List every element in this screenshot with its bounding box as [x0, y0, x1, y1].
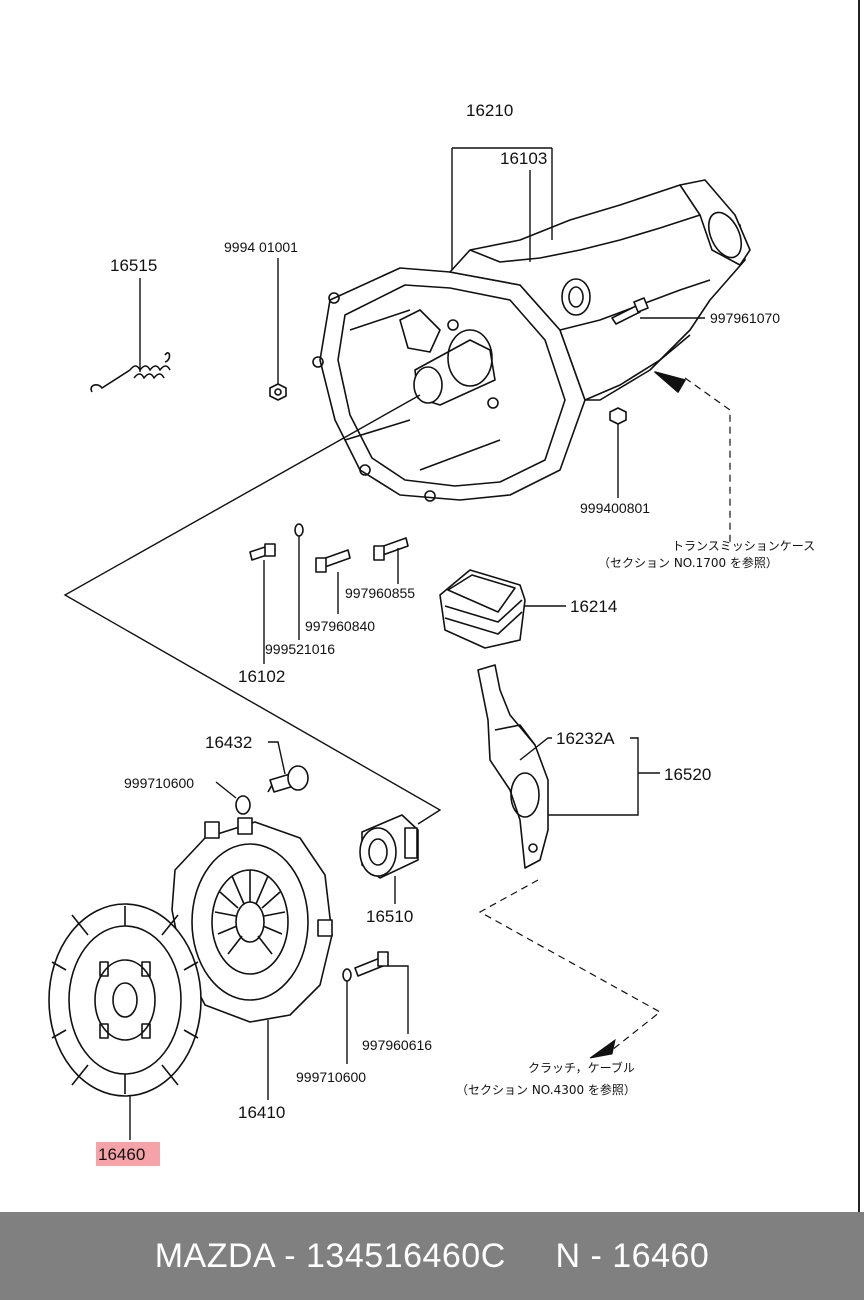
label-999400801: 999400801 [580, 500, 650, 516]
nut-999400801-drawing [609, 407, 627, 425]
return-spring-drawing [90, 352, 171, 393]
label-997960840: 997960840 [305, 618, 375, 634]
release-fork-drawing [477, 664, 549, 869]
parts-diagram: 16210 16103 9994 01001 16515 997961070 9… [48, 101, 815, 1166]
label-997960855: 997960855 [345, 585, 415, 601]
highlight-box [96, 1142, 160, 1166]
bolt-997960616-drawing [342, 951, 389, 982]
label-16510: 16510 [366, 907, 413, 926]
label-999521016: 999521016 [265, 641, 335, 657]
note-clutch-cable: クラッチ，ケーブル [528, 1060, 635, 1075]
label-16515: 16515 [110, 256, 157, 275]
label-16102: 16102 [238, 667, 285, 686]
note-transmission-section: （セクション NO.1700 を参照） [598, 555, 778, 570]
label-16460: 16460 [98, 1145, 145, 1164]
label-997961070: 997961070 [710, 310, 780, 326]
note-clutch-section: （セクション NO.4300 を参照） [456, 1082, 636, 1097]
label-16520: 16520 [664, 765, 711, 784]
pivot-bolt-drawing [267, 765, 309, 793]
clutch-disc-drawing [48, 903, 202, 1097]
label-16210: 16210 [466, 101, 513, 120]
boot-16214-drawing [439, 569, 526, 649]
reference-dashes [478, 371, 731, 1059]
label-997960616: 997960616 [362, 1037, 432, 1053]
label-16103: 16103 [500, 149, 547, 168]
nut-drawing [269, 383, 287, 401]
note-transmission-case: トランスミッションケース [672, 539, 815, 553]
label-16432: 16432 [205, 733, 252, 752]
bolts-group-drawing [249, 523, 409, 573]
release-bearing-drawing [359, 814, 419, 879]
leader-lines [63, 147, 705, 1140]
label-16214: 16214 [570, 597, 617, 616]
footer-part-number: MAZDA - 134516460C N - 16460 [154, 1236, 710, 1275]
label-999401001: 9994 01001 [224, 239, 298, 255]
frame-border [858, 0, 860, 1212]
label-999710600-upper: 999710600 [124, 775, 194, 791]
label-999710600-lower: 999710600 [296, 1069, 366, 1085]
label-16410: 16410 [238, 1103, 285, 1122]
transmission-case-drawing [312, 179, 751, 502]
bolt-997961070-drawing [611, 297, 649, 325]
washer-drawing [235, 795, 251, 815]
label-16232A: 16232A [556, 729, 615, 748]
footer-bar: MAZDA - 134516460C N - 16460 [0, 1212, 864, 1300]
